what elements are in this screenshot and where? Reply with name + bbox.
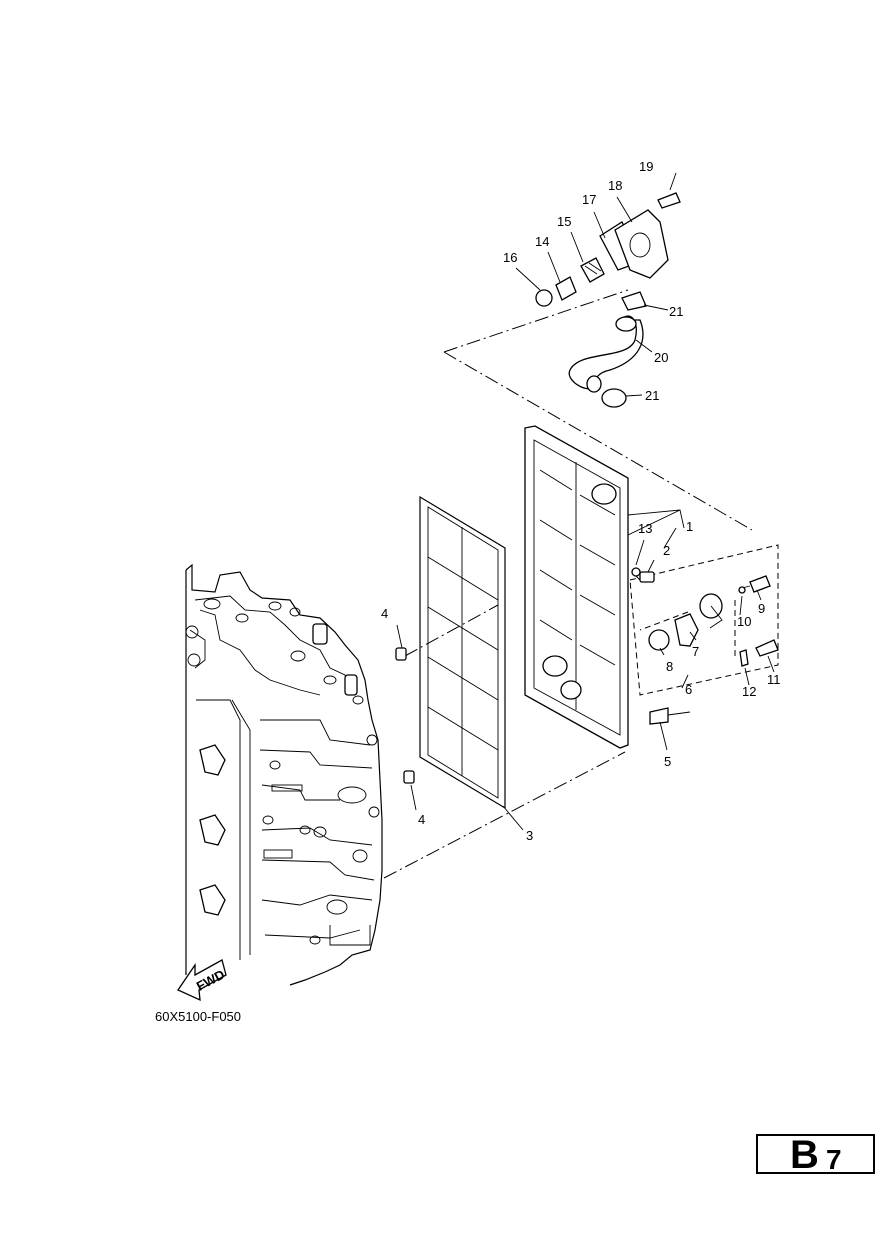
gasket-3 [419,495,506,810]
callout-20: 20 [654,350,668,365]
callout-1: 1 [686,519,693,534]
callout-18: 18 [608,178,622,193]
callout-13: 13 [638,521,652,536]
callout-7: 7 [692,644,699,659]
bolt-4-upper [395,647,407,661]
bolt-2 [639,571,655,583]
figure-code: 60X5100-F050 [155,1009,242,1024]
callout-10: 10 [737,614,751,629]
upper-fitting-group [535,192,681,408]
page-index-box: B 7 [756,1133,875,1177]
callout-17: 17 [582,192,596,207]
callout-21-upper: 21 [669,304,683,319]
hardware-parts [395,567,779,784]
bolt-4-lower [403,770,415,784]
bolt-11 [755,639,779,657]
spring-15 [580,257,605,283]
bolt-9 [749,575,771,593]
joint-18 [614,209,669,279]
callout-21-lower: 21 [645,388,659,403]
engine-block [185,563,383,986]
bolt-19 [657,192,681,209]
callout-11: 11 [767,672,781,687]
page-letter: B [790,1133,819,1177]
fitting-14 [555,276,577,301]
assembly-center-lines [383,289,779,879]
callout-9: 9 [758,601,765,616]
callout-5: 5 [664,754,671,769]
washer-10 [738,586,746,594]
hose-20 [568,315,644,390]
callout-3: 3 [526,828,533,843]
callout-19: 19 [639,159,653,174]
bolt-5 [649,707,669,725]
clamp-21-upper [621,291,647,311]
fwd-label: FWD [194,967,227,994]
callout-2: 2 [663,543,670,558]
washer-12 [739,649,749,667]
callout-12: 12 [742,684,756,699]
callout-6: 6 [685,682,692,697]
callout-14: 14 [535,234,549,249]
washer-13 [631,567,641,577]
seal-8 [648,629,670,651]
callout-16: 16 [503,250,517,265]
leader-lines [396,172,775,831]
grommet-16 [535,289,553,307]
clamp-21-lower [601,388,627,408]
fwd-arrow-icon: FWD [177,959,227,1002]
callout-labels: 19 18 17 15 14 16 21 20 21 1 13 2 4 9 10… [381,159,781,843]
exhaust-cover [524,425,629,749]
callout-8: 8 [666,659,673,674]
plug-7 [674,613,699,647]
callout-4-upper: 4 [381,606,388,621]
callout-15: 15 [557,214,571,229]
page-number: 7 [826,1144,842,1175]
callout-4-lower: 4 [418,812,425,827]
